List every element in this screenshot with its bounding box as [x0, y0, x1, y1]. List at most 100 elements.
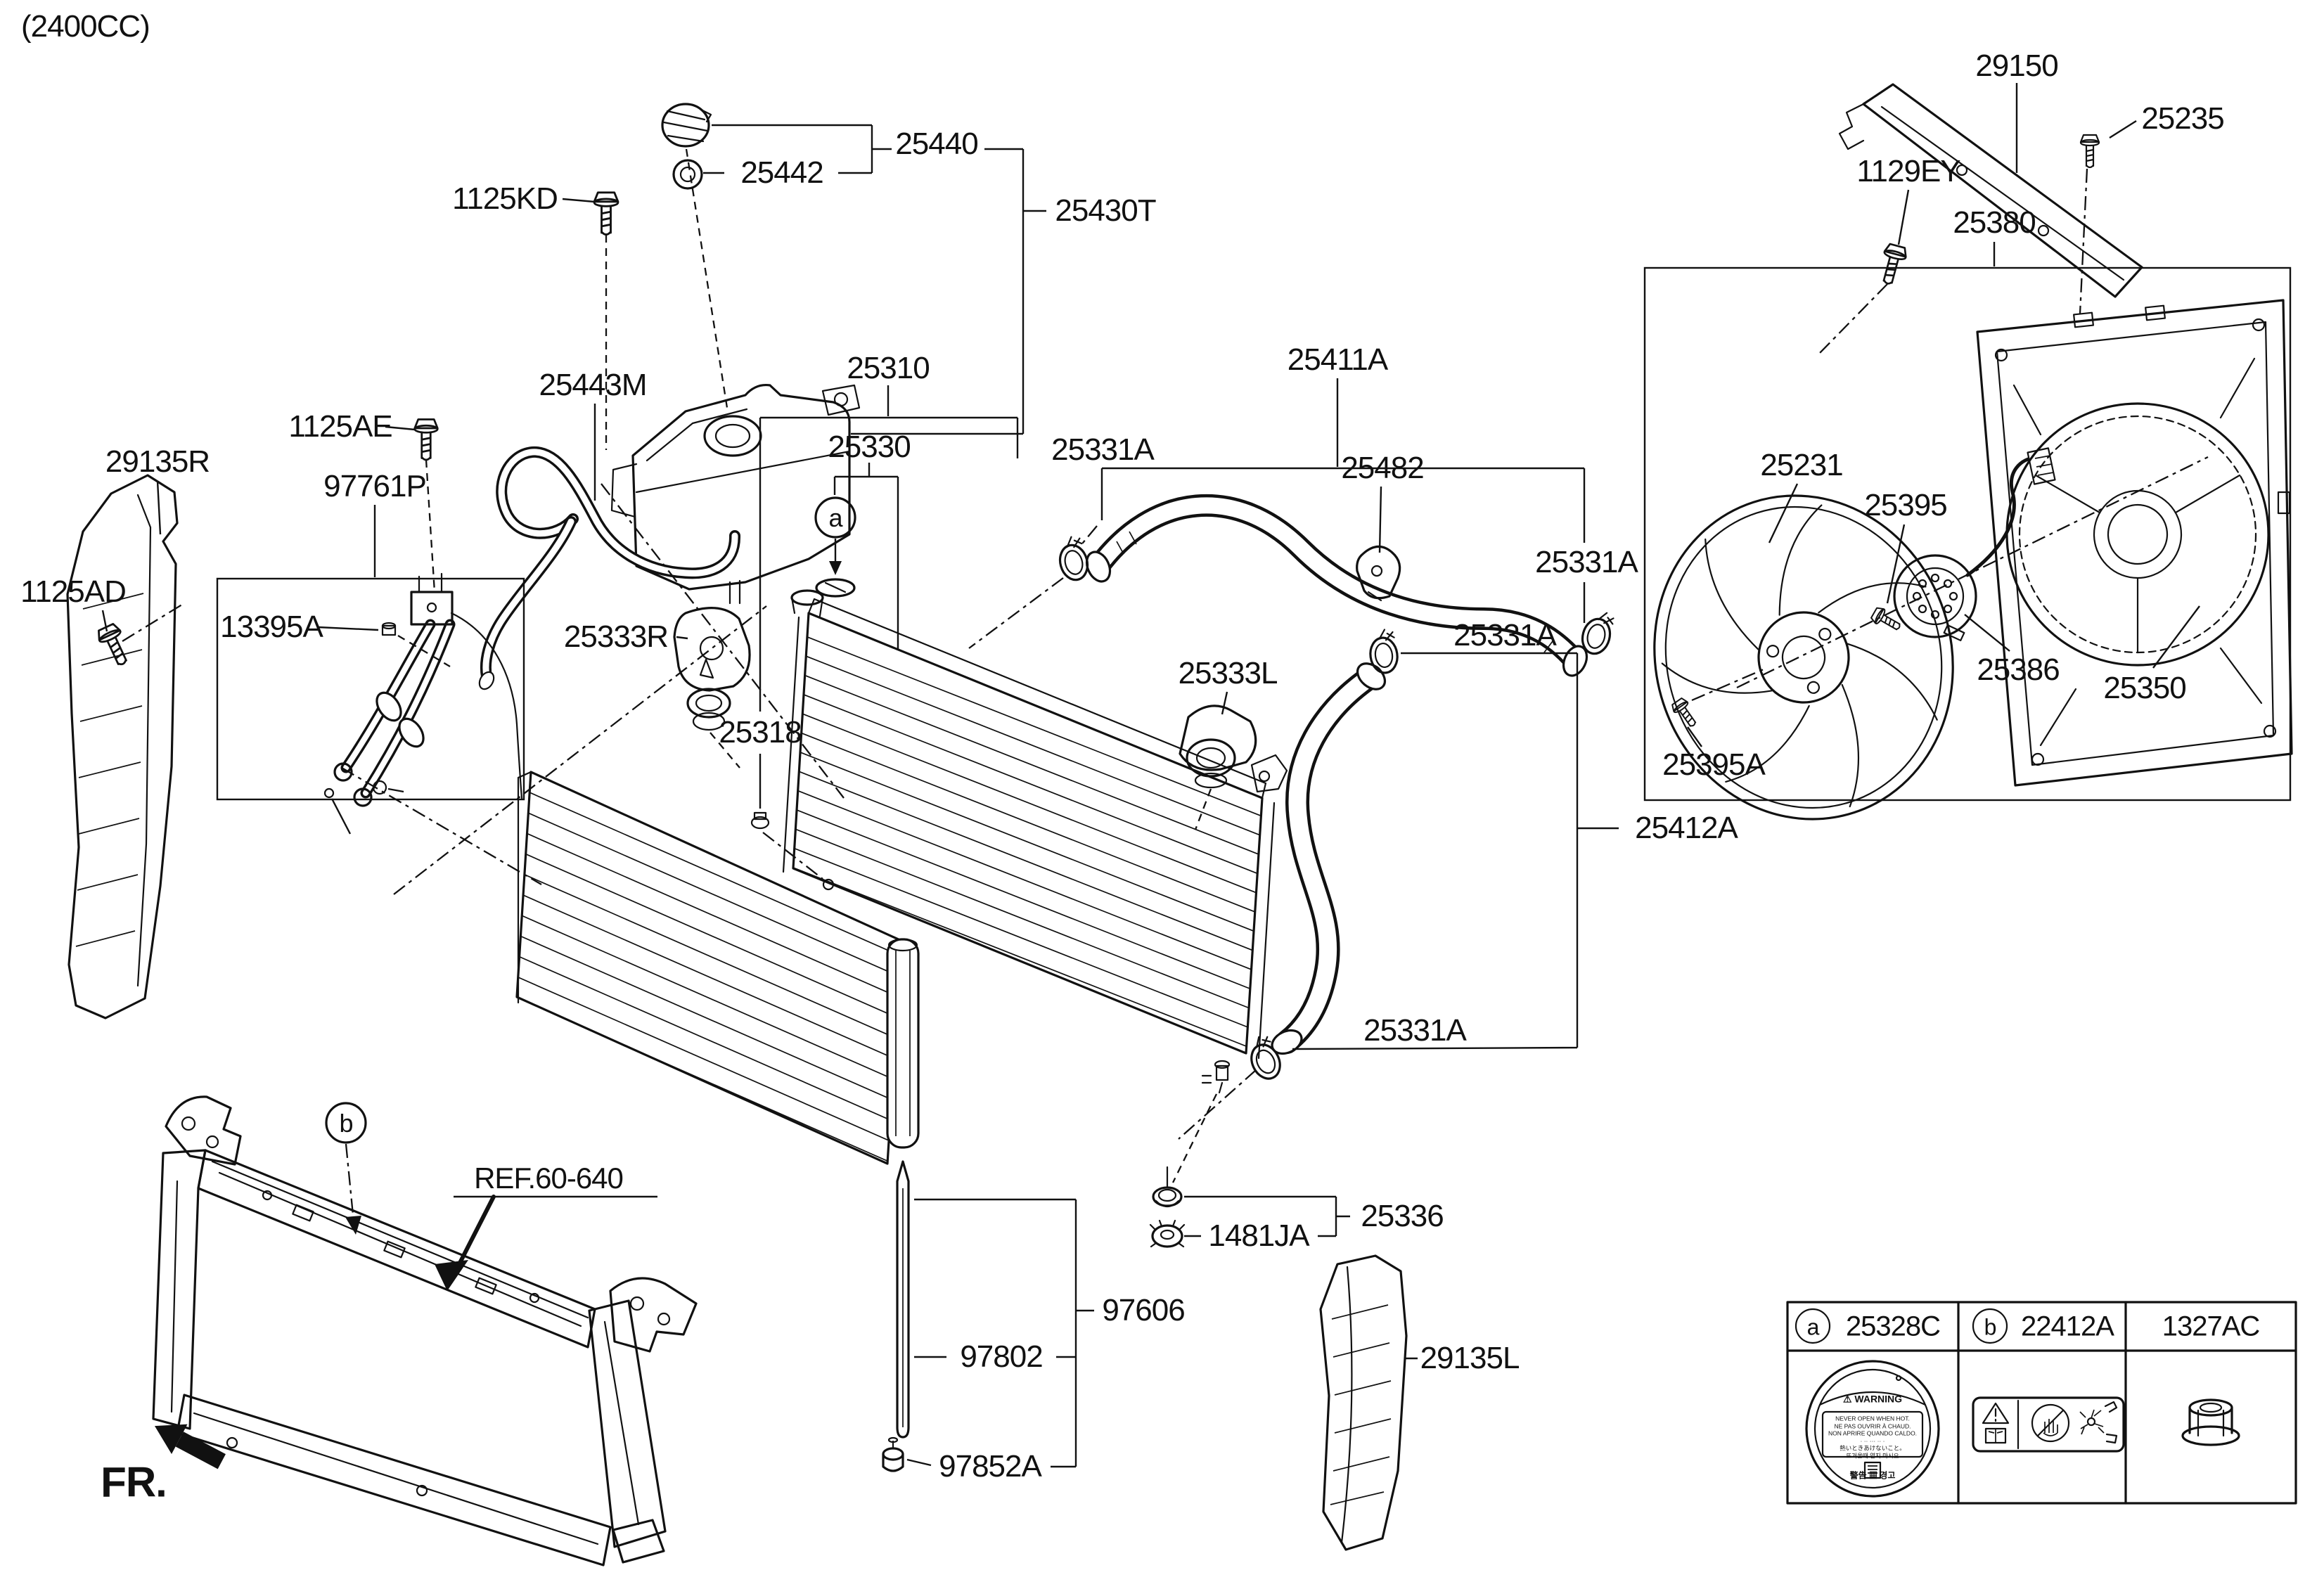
no-touch-icon [2031, 1403, 2070, 1443]
drier-cap-97852a [882, 1436, 904, 1472]
part-label-a: a [1806, 1314, 1820, 1340]
reservoir-tank-25430t [610, 383, 861, 605]
part-label-29135R: 29135R [105, 444, 210, 479]
mount-bracket-25333l [1179, 691, 1257, 830]
drain-plug-group [1149, 1093, 1350, 1248]
part-label-25411A: 25411A [1287, 342, 1388, 377]
hose-clip-25482 [1356, 486, 1401, 602]
part-label-1125KD: 1125KD [452, 181, 558, 216]
condenser-97606 [515, 771, 1094, 1472]
fan-caution-label-icon [1972, 1396, 2125, 1453]
radiator-carrier-frame [152, 1095, 698, 1567]
part-label-25333R: 25333R [563, 619, 669, 654]
part-label-29150: 29150 [1975, 49, 2058, 83]
part-label-25231: 25231 [1760, 448, 1843, 482]
motor-bolt-25395 [1869, 524, 1906, 636]
ac-suction-pipe-assembly [333, 572, 523, 807]
part-label-25336: 25336 [1361, 1199, 1444, 1233]
radiator-bracket-25310 [750, 385, 1019, 880]
fan-assembly-box-25380 [1643, 242, 2292, 802]
bolt-1125ad [94, 603, 185, 670]
part-label-1481JA: 1481JA [1208, 1218, 1309, 1253]
fan-blade-25231 [1653, 494, 1954, 821]
part-label-22412A: 22412A [2021, 1311, 2114, 1342]
fan-shroud-25350 [1976, 299, 2293, 787]
bolt-1125ae [385, 418, 439, 593]
part-label-25310: 25310 [847, 351, 930, 385]
part-label-25330: 25330 [828, 430, 911, 464]
warning-triangle-icon [1982, 1402, 2010, 1424]
oring-97690a [323, 787, 352, 835]
receiver-drier-tube [886, 938, 920, 1149]
part-label-1125AD: 1125AD [20, 574, 127, 609]
oring-97690d [372, 780, 404, 795]
part-label-REF.60640: REF.60-640 [474, 1162, 624, 1195]
part-label-25443M: 25443M [539, 368, 647, 402]
overflow-hose-25443m [478, 404, 741, 690]
part-label-25430T: 25430T [1055, 193, 1156, 228]
part-label-25331A: 25331A [1051, 432, 1155, 467]
part-label-25235: 25235 [2141, 101, 2224, 136]
cap-bracket-lines [685, 124, 1046, 435]
part-label-25328C: 25328C [1845, 1311, 1941, 1342]
part-label-25482: 25482 [1341, 451, 1424, 485]
part-label-25442: 25442 [740, 155, 823, 190]
part-label-(2400CC): (2400CC) [21, 9, 150, 44]
drain-grommet-1481ja [1149, 1219, 1186, 1248]
part-label-25412A: 25412A [1635, 811, 1738, 845]
part-label-25331A: 25331A [1453, 618, 1557, 652]
part-label-25380: 25380 [1953, 205, 2036, 240]
drain-plug-25336 [1152, 1166, 1183, 1208]
reservoir-cap-25440 [661, 103, 712, 148]
part-label-1129EY: 1129EY [1856, 154, 1960, 188]
part-label-25395: 25395 [1864, 488, 1947, 522]
part-label-FR.: FR. [101, 1458, 167, 1506]
part-label-25333L: 25333L [1178, 656, 1278, 690]
fan-hazard-icon [2079, 1401, 2118, 1444]
part-label-25331A: 25331A [1363, 1013, 1467, 1048]
part-label-97852A: 97852A [939, 1449, 1042, 1484]
callout-b-circle [325, 1102, 367, 1235]
part-label-25350: 25350 [2103, 671, 2186, 705]
bolt-1129ey [1819, 189, 1910, 354]
part-label-25386: 25386 [1977, 652, 2060, 687]
bolt-25235 [2079, 120, 2137, 314]
fr-direction-arrow [154, 1424, 226, 1469]
air-guard-upper-29150 [1838, 83, 2143, 298]
cap-warning-text: NEVER OPEN WHEN HOT.NE PAS OUVRIR À CHAU… [1828, 1415, 1918, 1460]
hose-clamp-25331a-upper-left [1053, 533, 1093, 584]
part-label-97761P: 97761P [323, 469, 427, 503]
flange-nut-icon [2181, 1398, 2240, 1446]
part-label-a: a [828, 503, 842, 532]
desiccant-cartridge-97802 [896, 1160, 910, 1439]
fan-hub-screw-25395a [1669, 668, 1764, 747]
cap-warning-footer: 警告 ▦ 경고 [1849, 1470, 1896, 1481]
part-label-1327AC: 1327AC [2162, 1311, 2261, 1342]
reservoir-cap-seal-25442 [672, 159, 703, 190]
radiator-drain-petcock [1201, 1060, 1231, 1094]
part-label-25440: 25440 [895, 127, 978, 161]
lower-radiator-hose-25412a [1178, 627, 1619, 1140]
air-guard-right-29135r [66, 474, 179, 1019]
ref-60-640-pointer [435, 1195, 657, 1291]
legend-table [1786, 1301, 2297, 1505]
part-label-25395A: 25395A [1662, 747, 1766, 782]
part-label-13395A: 13395A [220, 610, 323, 644]
part-label-b: b [1984, 1314, 1997, 1340]
fan-motor-25386 [1893, 447, 2056, 652]
radiator-25310 [782, 589, 1288, 1094]
part-label-b: b [339, 1109, 353, 1138]
part-label-25318: 25318 [719, 715, 802, 750]
radiator-cap-warning-label-icon [1805, 1360, 1940, 1498]
fan-axis-line [1736, 456, 2209, 689]
part-label-97606: 97606 [1102, 1293, 1185, 1327]
part-label-97802: 97802 [960, 1339, 1043, 1374]
cap-warning-title: ⚠ WARNING [1842, 1393, 1903, 1405]
part-label-29135L: 29135L [1420, 1341, 1520, 1375]
legend-marker-b [1972, 1308, 2008, 1344]
part-label-25331A: 25331A [1535, 545, 1638, 579]
mount-bracket-25333r [673, 607, 751, 768]
bolt-1125kd [562, 191, 619, 450]
